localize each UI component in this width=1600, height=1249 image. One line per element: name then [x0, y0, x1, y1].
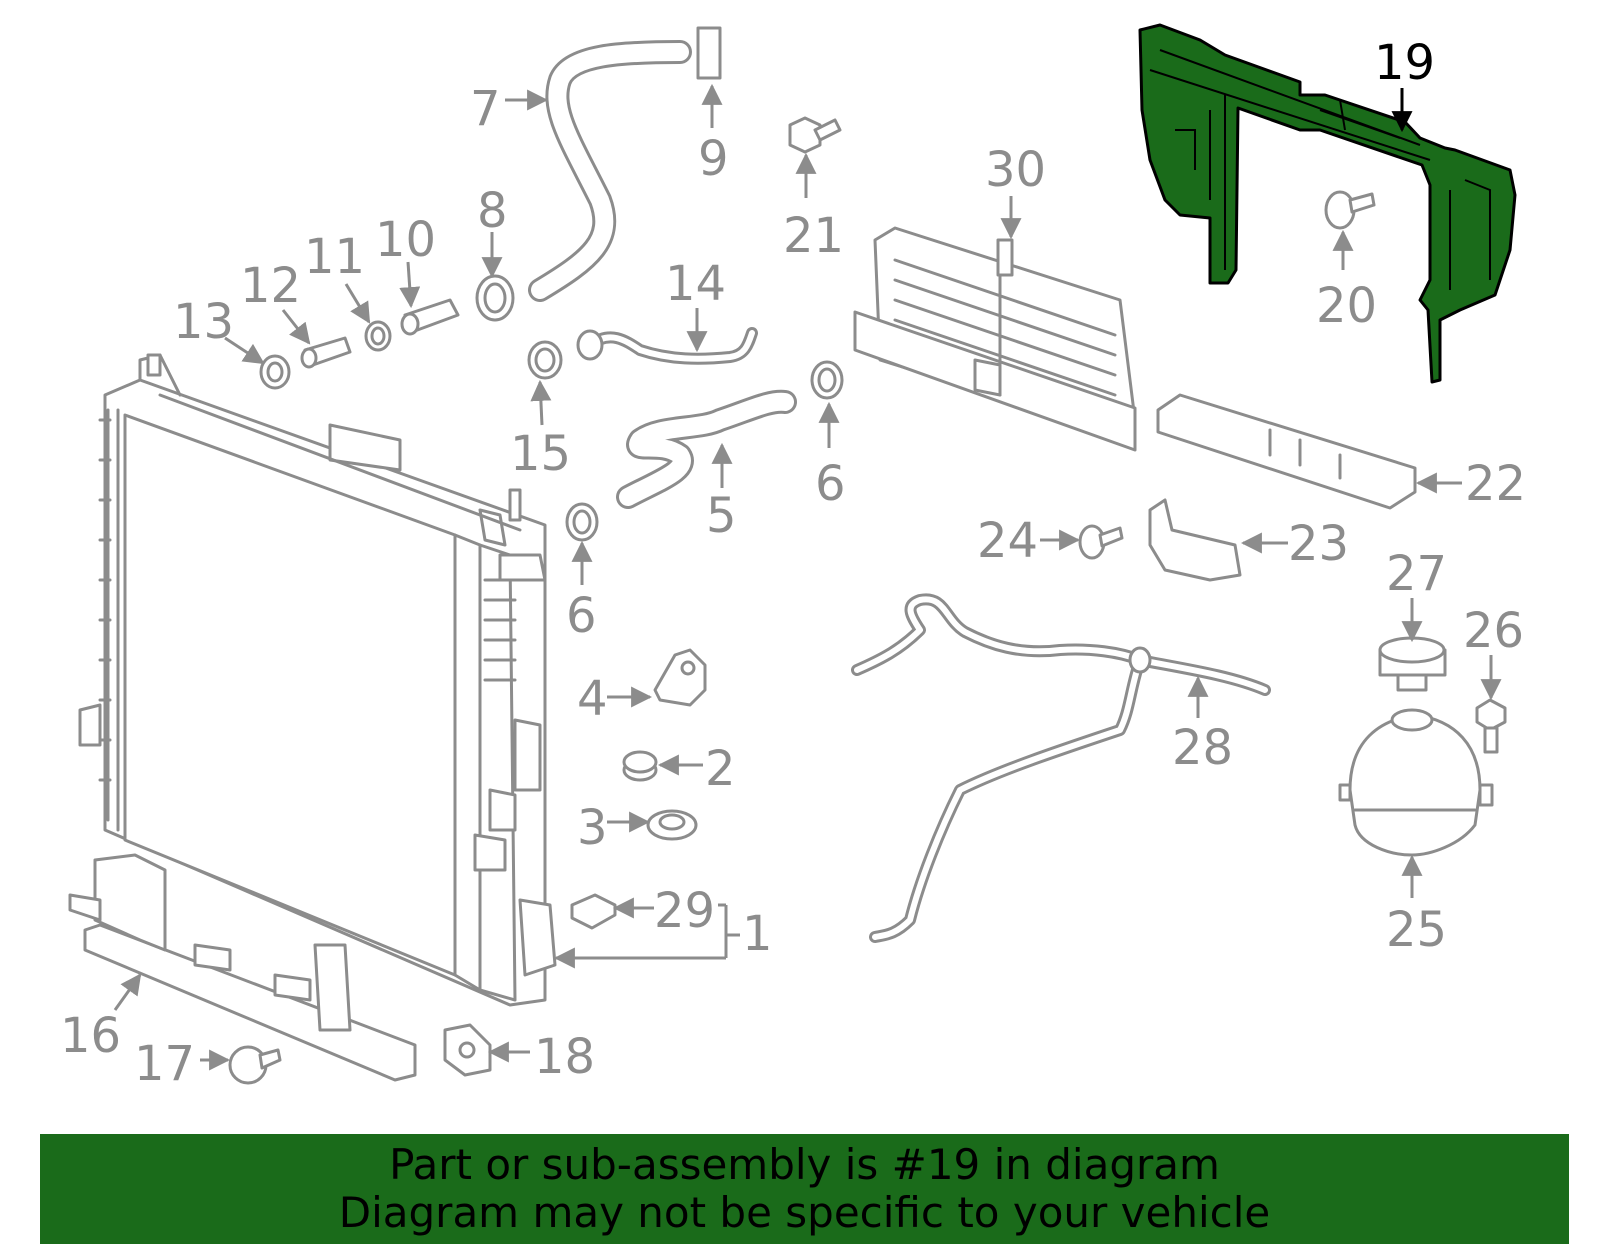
part-labels: 7 9 21 8 10 11 12 13 14 15 5 6 6 30 19 2… — [60, 35, 1526, 1092]
label-26: 26 — [1463, 603, 1524, 659]
label-21: 21 — [783, 208, 844, 264]
hose-14[interactable] — [576, 327, 758, 365]
hose-7[interactable] — [528, 40, 692, 302]
bolt-24[interactable] — [1078, 524, 1124, 560]
label-3: 3 — [577, 800, 608, 856]
air-deflector-22[interactable] — [1156, 393, 1417, 510]
label-9: 9 — [698, 131, 729, 187]
label-7: 7 — [470, 81, 501, 137]
label-15: 15 — [510, 426, 571, 482]
label-22: 22 — [1465, 456, 1526, 512]
cap-27[interactable] — [1378, 636, 1447, 692]
label-14: 14 — [665, 256, 726, 312]
bracket-18[interactable] — [443, 1023, 492, 1077]
label-12: 12 — [240, 258, 301, 314]
bracket-23[interactable] — [1148, 498, 1242, 582]
label-5: 5 — [706, 488, 737, 544]
part-19-highlight[interactable] — [1138, 23, 1517, 384]
shutter-assembly-30[interactable] — [853, 226, 1137, 452]
sensor-29[interactable] — [570, 893, 617, 930]
label-4: 4 — [577, 671, 608, 727]
bolt-17[interactable] — [228, 1045, 282, 1085]
radiator[interactable] — [78, 353, 557, 1007]
label-2: 2 — [705, 741, 736, 797]
label-24: 24 — [977, 513, 1038, 569]
clamp-15[interactable] — [527, 340, 563, 380]
label-30: 30 — [985, 142, 1046, 198]
connector-12[interactable] — [300, 336, 352, 369]
label-6-lower: 6 — [566, 588, 597, 644]
grommet-3[interactable] — [646, 809, 698, 841]
ring-13[interactable] — [259, 354, 291, 390]
label-16: 16 — [60, 1008, 121, 1064]
connector-10[interactable] — [400, 298, 460, 336]
label-1: 1 — [742, 906, 773, 962]
clamp-6-upper[interactable] — [810, 360, 844, 400]
label-20: 20 — [1316, 278, 1377, 334]
label-18: 18 — [534, 1029, 595, 1085]
bolt-26[interactable] — [1475, 698, 1507, 754]
reservoir-25[interactable] — [1338, 708, 1494, 857]
label-6-upper: 6 — [815, 456, 846, 512]
hose-5[interactable] — [616, 389, 797, 509]
label-29: 29 — [654, 883, 715, 939]
label-27: 27 — [1386, 546, 1447, 602]
leader-arrows — [113, 83, 1502, 1071]
clamp-6-lower[interactable] — [565, 502, 599, 542]
label-25: 25 — [1386, 902, 1447, 958]
label-10: 10 — [375, 212, 436, 268]
label-19: 19 — [1374, 35, 1435, 91]
label-23: 23 — [1288, 516, 1349, 572]
lower-support[interactable] — [68, 853, 417, 1082]
clamp-8[interactable] — [475, 274, 515, 322]
label-8: 8 — [477, 183, 508, 239]
label-28: 28 — [1172, 720, 1233, 776]
bracket-4[interactable] — [653, 648, 707, 707]
banner-line-1: Part or sub-assembly is #19 in diagram — [389, 1140, 1220, 1189]
label-17: 17 — [134, 1036, 195, 1092]
ring-11[interactable] — [364, 320, 392, 352]
label-13: 13 — [173, 294, 234, 350]
bolt-20[interactable] — [1324, 190, 1376, 230]
part-9[interactable] — [696, 26, 722, 80]
pipe-28[interactable] — [851, 593, 1271, 943]
bolt-21[interactable] — [788, 116, 842, 154]
label-11: 11 — [304, 229, 365, 285]
banner-line-2: Diagram may not be specific to your vehi… — [338, 1188, 1271, 1237]
grommet-2[interactable] — [622, 750, 658, 782]
info-banner: Part or sub-assembly is #19 in diagram D… — [40, 1134, 1569, 1244]
